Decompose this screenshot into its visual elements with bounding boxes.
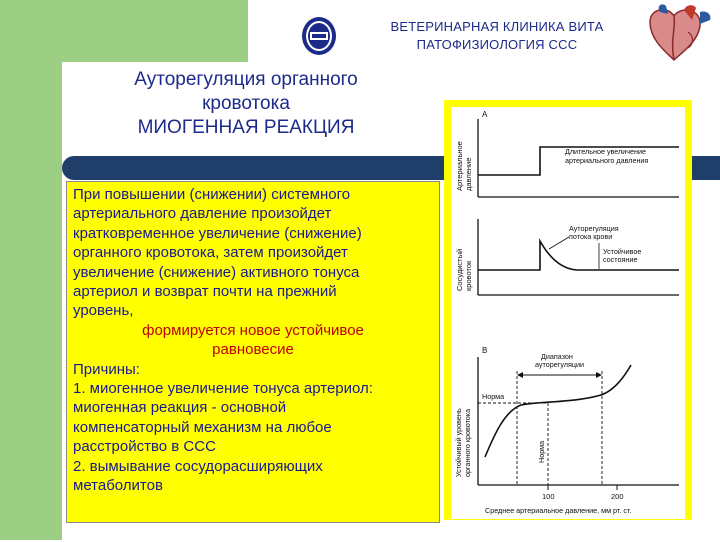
- cause-line: миогенная реакция - основной: [73, 399, 287, 417]
- top-green-band: [0, 0, 248, 62]
- header: ВЕТЕРИНАРНАЯ КЛИНИКА ВИТА ПАТОФИЗИОЛОГИЯ…: [352, 18, 642, 54]
- clinic-logo-icon: [302, 17, 336, 55]
- panel-a-ylabel-line2: давление: [464, 158, 473, 191]
- title-line-2: кровотока: [202, 93, 290, 114]
- subject-name: ПАТОФИЗИОЛОГИЯ ССС: [416, 37, 578, 52]
- body-line: артериол и возврат почти на прежний: [73, 283, 337, 301]
- range-label-line1: Диапазон: [541, 352, 573, 361]
- causes-heading: Причины:: [73, 360, 140, 378]
- cause-line: расстройство в ССС: [73, 438, 216, 456]
- panel-c-xlabel: Среднее артериальное давление, мм рт. ст…: [485, 506, 631, 515]
- panel-c-ylabel: Устойчивый уровень органного кровотока: [454, 406, 472, 477]
- steady-flow-curve: [484, 364, 632, 458]
- panel-a-annotation-line1: Длительное увеличение: [565, 147, 646, 156]
- panel-b-annotation-2-line1: Устойчивое: [603, 247, 641, 256]
- panel-a-ylabel: Артериальное давление: [455, 139, 473, 191]
- range-arrow-left-head: [517, 372, 523, 378]
- range-arrow-right-head: [596, 372, 602, 378]
- heart-illustration-icon: [649, 4, 711, 62]
- cause-line: 1. миогенное увеличение тонуса артериол:: [73, 380, 373, 398]
- body-line: При повышении (снижении) системного: [73, 186, 351, 203]
- panel-a-pressure-line: [478, 146, 679, 176]
- left-green-strip: [0, 0, 62, 540]
- panel-b-ylabel: Сосудистый кровоток: [455, 247, 473, 291]
- body-line: увеличение (снижение) активного тонуса: [73, 263, 360, 281]
- panel-a-ylabel-line1: Артериальное: [455, 141, 464, 191]
- panel-b-flow-curve: [478, 237, 679, 271]
- highlight-line: формируется новое устойчивое: [142, 321, 364, 339]
- panel-b-annotation-2: Устойчивое состояние: [603, 247, 643, 264]
- panel-b-ylabel-line1: Сосудистый: [455, 249, 464, 291]
- panel-a-annotation-line2: артериального давления: [565, 156, 648, 165]
- body-line: уровень,: [73, 302, 134, 320]
- norm-label-y: Норма: [482, 392, 504, 401]
- norm-label-x: Норма: [537, 441, 546, 463]
- panel-b-ylabel-line2: кровоток: [464, 260, 473, 291]
- cause-line: метаболитов: [73, 477, 163, 495]
- highlight-line: равновесие: [212, 341, 294, 359]
- body-line: органного кровотока, затем произойдет: [73, 244, 348, 262]
- panel-c-ylabel-line2: органного кровотока: [463, 409, 472, 477]
- explanation-text-box: При повышении (снижении) системного арте…: [66, 181, 440, 523]
- panel-c-letter: В: [482, 346, 487, 355]
- panel-b-annotation-1: Ауторегуляция потока крови: [569, 224, 621, 241]
- slide-title: Ауторегуляция органного кровотока МИОГЕН…: [90, 68, 402, 140]
- panel-b-annotation-1-pointer: [548, 236, 570, 250]
- range-label: Диапазон ауторегуляции: [535, 352, 584, 369]
- range-label-line2: ауторегуляции: [535, 360, 584, 369]
- panel-c-ylabel-line1: Устойчивый уровень: [454, 408, 463, 477]
- clinic-name: ВЕТЕРИНАРНАЯ КЛИНИКА ВИТА: [390, 19, 604, 34]
- panel-a-letter: А: [482, 110, 488, 119]
- title-line-1: Ауторегуляция органного: [134, 69, 358, 90]
- autoregulation-figure: А Артериальное давление Длительное увели…: [454, 110, 679, 515]
- tick-label-200: 200: [611, 492, 624, 501]
- panel-b-annotation-1-line2: потока крови: [569, 232, 612, 241]
- tick-label-100: 100: [542, 492, 555, 501]
- body-line: кратковременное увеличение (снижение): [73, 224, 362, 242]
- body-line: артериального давление произойдет: [73, 205, 332, 223]
- panel-a-annotation: Длительное увеличение артериального давл…: [565, 147, 648, 165]
- cause-line: компенсаторный механизм на любое: [73, 418, 332, 436]
- title-line-3: МИОГЕННАЯ РЕАКЦИЯ: [137, 117, 355, 138]
- panel-b-annotation-2-line2: состояние: [603, 255, 637, 264]
- cause-line: 2. вымывание сосудорасширяющих: [73, 457, 323, 475]
- panel-b-annotation-1-line1: Ауторегуляция: [569, 224, 619, 233]
